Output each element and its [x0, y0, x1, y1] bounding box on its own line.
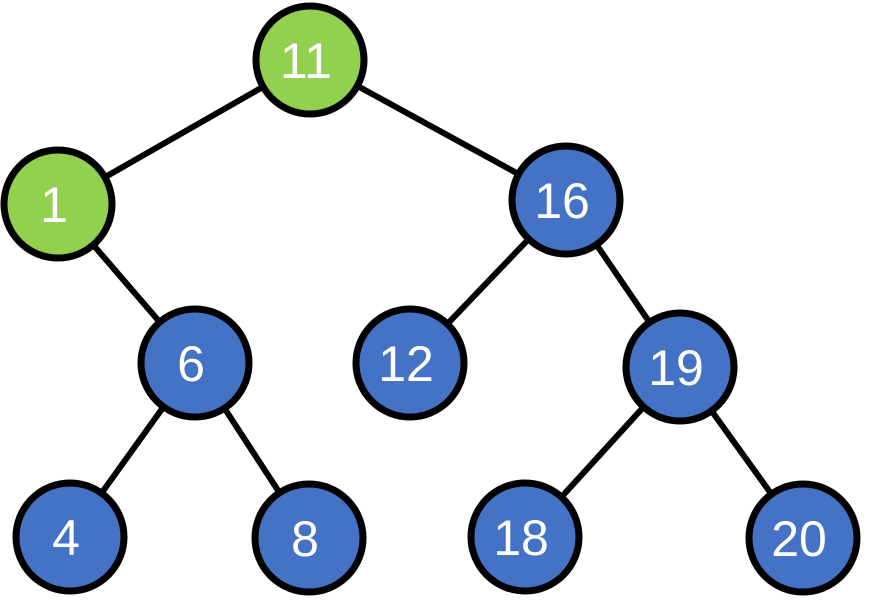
tree-node-label-4: 4: [52, 510, 80, 566]
tree-node-circle-19: [622, 309, 738, 425]
tree-node-circle-16: [508, 142, 624, 258]
tree-node-8: 8: [251, 480, 367, 596]
tree-node-1: 1: [0, 146, 116, 262]
tree-node-label-12: 12: [378, 336, 434, 392]
tree-node-11: 11: [252, 2, 368, 118]
tree-node-circle-18: [467, 479, 583, 595]
tree-node-label-8: 8: [291, 511, 319, 567]
tree-node-circle-11: [252, 2, 368, 118]
tree-node-label-1: 1: [40, 177, 68, 233]
tree-node-circle-1: [0, 146, 116, 262]
tree-node-label-20: 20: [771, 511, 827, 567]
tree-node-12: 12: [352, 305, 468, 421]
tree-node-16: 16: [508, 142, 624, 258]
tree-node-20: 20: [745, 480, 861, 596]
tree-node-circle-20: [745, 480, 861, 596]
tree-node-4: 4: [12, 479, 128, 595]
tree-node-circle-4: [12, 479, 128, 595]
tree-node-label-6: 6: [177, 336, 205, 392]
tree-node-label-16: 16: [534, 173, 590, 229]
tree-node-label-19: 19: [648, 340, 704, 396]
tree-node-6: 6: [137, 305, 253, 421]
tree-node-circle-12: [352, 305, 468, 421]
tree-node-19: 19: [622, 309, 738, 425]
tree-node-18: 18: [467, 479, 583, 595]
tree-node-circle-8: [251, 480, 367, 596]
tree-node-label-18: 18: [493, 510, 549, 566]
tree-node-label-11: 11: [280, 33, 332, 89]
tree-node-circle-6: [137, 305, 253, 421]
